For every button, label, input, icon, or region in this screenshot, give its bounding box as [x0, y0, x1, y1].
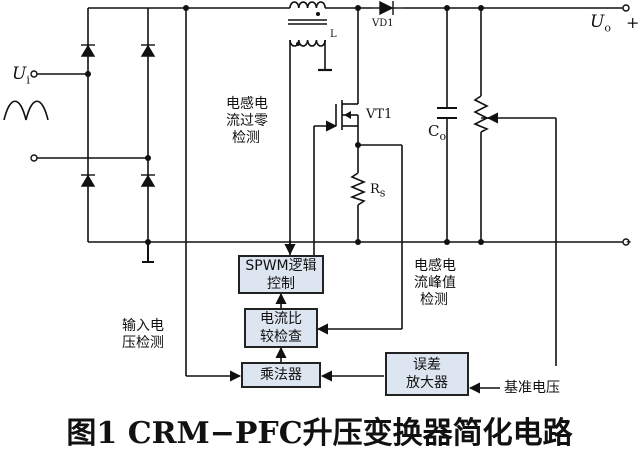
mosfet-symbol: [335, 100, 359, 130]
output-terminal-minus: [622, 238, 630, 246]
diode-label: VD1: [372, 18, 394, 29]
input-terminal-bottom: [30, 154, 38, 162]
switch-label: VT1: [366, 107, 393, 122]
bridge-diodes: [80, 44, 156, 187]
input-voltage-detect-label: 输入电 压检测: [122, 318, 164, 351]
output-voltage-label: Uo: [590, 12, 611, 35]
zero-cross-detect-label: 电感电 流过零 检测: [226, 96, 268, 146]
error-amplifier-block: 误差放大器: [385, 352, 469, 396]
input-voltage-label: Ui: [12, 64, 30, 87]
output-terminal-plus: [622, 4, 630, 12]
ac-source-icon: [3, 100, 49, 121]
resistor-label: Rs: [370, 182, 386, 200]
divider-resistor-symbol: [473, 95, 489, 133]
reference-voltage-label: 基准电压: [504, 380, 560, 396]
spwm-logic-block: SPWM逻辑控制: [238, 255, 324, 294]
peak-detect-label: 电感电 流峰值 检测: [414, 258, 456, 308]
capacitor-label: Co: [428, 122, 447, 143]
current-comparator-block: 电流比较检查: [244, 308, 318, 348]
output-diode-symbol: [372, 0, 404, 16]
output-capacitor-symbol: [437, 107, 457, 119]
figure-caption: 图1 CRM−PFC升压变换器简化电路: [66, 416, 573, 451]
inductor-label: L: [330, 29, 337, 40]
input-terminal-top: [30, 70, 38, 78]
plus-label: +: [626, 13, 639, 32]
sense-resistor-symbol: [349, 172, 367, 206]
multiplier-block: 乘法器: [241, 362, 321, 388]
minus-label: -: [626, 231, 632, 250]
inductor-symbol: [288, 1, 332, 72]
